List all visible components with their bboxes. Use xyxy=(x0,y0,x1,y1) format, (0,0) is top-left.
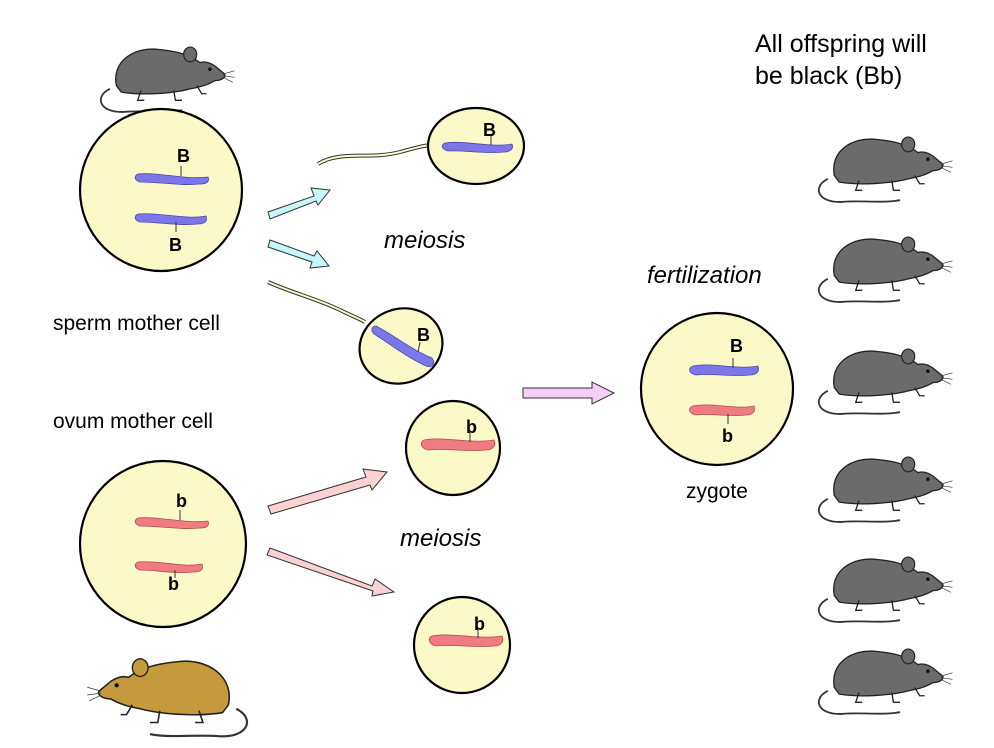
fertilization-arrow xyxy=(522,381,616,405)
chromosome-B xyxy=(134,173,209,185)
offspring-black-mouse-icon xyxy=(817,648,954,715)
offspring-black-mouse-icon xyxy=(817,348,954,415)
allele-label: b xyxy=(474,614,485,634)
headline-line-2: be black (Bb) xyxy=(755,62,902,90)
meiosis-arrow xyxy=(267,468,388,515)
mother-brown-mouse-icon xyxy=(86,657,249,738)
allele-label: B xyxy=(730,336,743,356)
allele-label: b xyxy=(168,574,179,594)
meiosis-label-sperm: meiosis xyxy=(384,227,465,254)
allele-label: b xyxy=(176,491,187,511)
allele-label: b xyxy=(722,426,733,446)
chromosome-B xyxy=(134,213,207,225)
ovum-cell: b xyxy=(404,399,502,497)
sperm-cell: B xyxy=(316,106,526,186)
allele-label: b xyxy=(466,417,477,437)
allele-label: B xyxy=(169,235,182,255)
meiosis-arrow xyxy=(267,187,331,220)
sperm-mother-cell: B B xyxy=(78,107,244,273)
meiosis-arrow xyxy=(267,239,330,269)
offspring-black-mouse-icon xyxy=(817,556,954,623)
sperm-cell: B xyxy=(267,280,444,385)
offspring-black-mouse-icon xyxy=(817,456,954,523)
zygote-cell: B b xyxy=(639,311,795,467)
sperm-mother-cell-label: sperm mother cell xyxy=(53,312,220,335)
allele-label: B xyxy=(483,120,496,140)
ovum-mother-cell-label: ovum mother cell xyxy=(53,410,213,433)
meiosis-label-ovum: meiosis xyxy=(400,525,481,552)
allele-label: B xyxy=(177,146,190,166)
offspring-black-mouse-icon xyxy=(817,236,954,303)
offspring-black-mouse-icon xyxy=(817,136,954,203)
headline-line-1: All offspring will xyxy=(755,30,927,58)
fertilization-label: fertilization xyxy=(647,262,762,289)
zygote-label: zygote xyxy=(686,480,748,503)
ovum-cell: b xyxy=(412,595,512,695)
meiosis-arrow xyxy=(266,547,396,597)
ovum-mother-cell: b b xyxy=(78,459,248,629)
allele-label: B xyxy=(417,325,430,345)
father-black-mouse-icon xyxy=(99,46,236,113)
